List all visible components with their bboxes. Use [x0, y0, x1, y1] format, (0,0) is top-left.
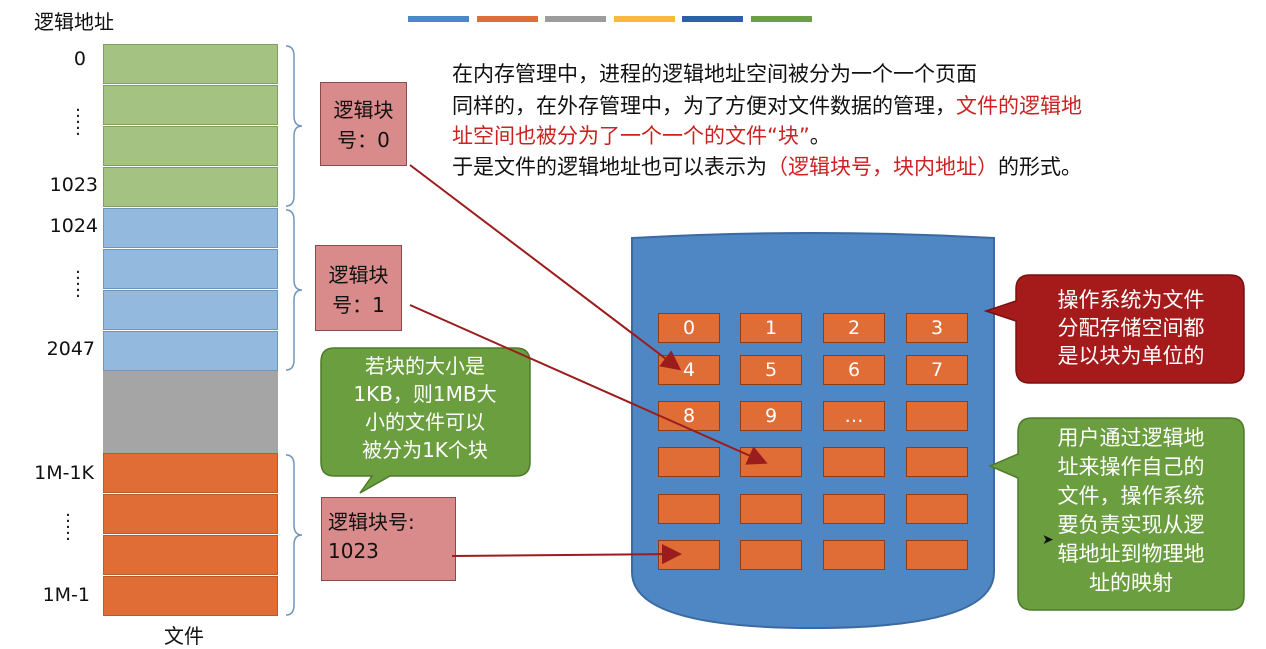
- arrow-block-0-to-disk-4: [409, 164, 682, 371]
- tick-1m-1k: 1M-1K: [34, 462, 94, 484]
- disk-block-0: 0: [658, 313, 720, 343]
- file-block-0-row-4: [103, 167, 278, 207]
- callout-mapping-line-6: 址的映射: [1089, 571, 1173, 595]
- text-line-2: 同样的，在外存管理中，为了方便对文件数据的管理，文件的逻辑地: [452, 92, 1082, 121]
- callout-mapping-line-3: 文件，操作系统: [1057, 484, 1205, 508]
- file-block-1-row-3: [103, 290, 278, 330]
- callout-block-size-shape: [320, 347, 531, 494]
- disk-block-11: [906, 401, 968, 431]
- callout-mapping-line-2: 址来操作自己的: [1057, 455, 1205, 479]
- callout-block-size-line-1: 若块的大小是: [365, 354, 485, 378]
- callout-mapping: 用户通过逻辑地 址来操作自己的 文件，操作系统 要负责实现从逻 辑地址到物理地 …: [1020, 424, 1242, 598]
- disk-block-22: [823, 540, 885, 570]
- tick-1023: 1023: [49, 174, 98, 196]
- disk-block-3: 3: [906, 313, 968, 343]
- file-block-1-row-4: [103, 331, 278, 371]
- disk-block-21: [740, 540, 802, 570]
- arrow-block-1023-to-disk: [451, 544, 682, 565]
- callout-os-alloc-shape: [984, 274, 1245, 384]
- legend-strip-4: [614, 16, 675, 22]
- logical-block-0-label: 逻辑块 号：0: [320, 82, 407, 166]
- file-block-1023-row-4: [103, 576, 278, 616]
- disk-block-16: [658, 494, 720, 524]
- text-line-4-black-b: 的形式。: [998, 155, 1082, 179]
- callout-mapping-line-4: 要负责实现从逻: [1057, 513, 1205, 537]
- disk-block-19: [906, 494, 968, 524]
- callout-block-size: 若块的大小是 1KB，则1MB大 小的文件可以 被分为1K个块: [322, 352, 528, 464]
- logical-block-0-line-1: 逻辑块: [333, 98, 394, 122]
- disk-block-12: [658, 447, 720, 477]
- tick-0: 0: [73, 48, 86, 70]
- disk-block-9: 9: [740, 401, 802, 431]
- callout-mapping-line-1: 用户通过逻辑地: [1057, 426, 1205, 450]
- disk-block-1: 1: [740, 313, 802, 343]
- disk-block-10: …: [823, 401, 885, 431]
- disk-block-23: [906, 540, 968, 570]
- vdots-3: ·····: [65, 505, 71, 550]
- vdots-2: ·····: [75, 262, 81, 307]
- callout-os-alloc-line-2: 分配存储空间都: [1057, 316, 1205, 340]
- file-block-1-row-2: [103, 249, 278, 289]
- brace-block-1: [285, 209, 303, 371]
- logical-block-1-line-2: 号：1: [332, 293, 385, 317]
- callout-mapping-line-5: 辑地址到物理地: [1057, 542, 1205, 566]
- file-block-1023-row-1: [103, 453, 278, 493]
- text-line-4-black-a: 于是文件的逻辑地址也可以表示为: [452, 155, 767, 179]
- legend-strip-3: [545, 16, 606, 22]
- text-line-4-red: （逻辑块号，块内地址）: [767, 155, 998, 179]
- callout-os-alloc: 操作系统为文件 分配存储空间都 是以块为单位的: [1018, 286, 1244, 370]
- file-block-1023-row-3: [103, 535, 278, 575]
- legend-strip-5: [682, 16, 743, 22]
- text-line-4: 于是文件的逻辑地址也可以表示为（逻辑块号，块内地址）的形式。: [452, 153, 1082, 182]
- callout-os-alloc-line-3: 是以块为单位的: [1057, 344, 1205, 368]
- text-line-3-red: 址空间也被分为了一个一个的文件“块”: [452, 124, 810, 148]
- text-line-2-red: 文件的逻辑地: [956, 94, 1082, 118]
- file-middle-blocks: [103, 371, 278, 453]
- disk-cylinder: [631, 232, 995, 630]
- tick-1024: 1024: [49, 215, 98, 237]
- callout-block-size-line-3: 小的文件可以: [365, 410, 485, 434]
- disk-block-18: [823, 494, 885, 524]
- mouse-cursor-icon: ➤: [1042, 532, 1054, 548]
- disk-block-2: 2: [823, 313, 885, 343]
- logical-block-1023-label: 逻辑块号: 1023: [321, 497, 456, 581]
- disk-block-7: 7: [906, 355, 968, 385]
- disk-block-14: [823, 447, 885, 477]
- logical-block-0-line-2: 号：0: [337, 128, 390, 152]
- text-line-2-black: 同样的，在外存管理中，为了方便对文件数据的管理，: [452, 94, 956, 118]
- file-block-0-row-3: [103, 126, 278, 166]
- vdots-1: ·····: [75, 100, 81, 145]
- arrow-block-1-to-disk: [409, 304, 768, 465]
- mapping-arrows: [409, 164, 768, 565]
- tick-1m-1: 1M-1: [42, 584, 90, 606]
- disk-block-15: [906, 447, 968, 477]
- legend-strip-2: [477, 16, 538, 22]
- text-line-3-black: 。: [809, 124, 831, 148]
- logical-address-title: 逻辑地址: [34, 10, 114, 34]
- file-block-0-row-2: [103, 85, 278, 125]
- disk-block-17: [740, 494, 802, 524]
- logical-block-1023-line-2: 1023: [328, 539, 379, 563]
- logical-block-1-label: 逻辑块 号：1: [315, 245, 402, 331]
- tick-2047: 2047: [46, 338, 95, 360]
- callout-os-alloc-line-1: 操作系统为文件: [1057, 288, 1205, 312]
- file-block-0-row-1: [103, 44, 278, 84]
- disk-block-6: 6: [823, 355, 885, 385]
- text-line-1-content: 在内存管理中，进程的逻辑地址空间被分为一个一个页面: [452, 62, 977, 86]
- legend-strip-6: [751, 16, 812, 22]
- file-block-1023-row-2: [103, 494, 278, 534]
- legend-strip-1: [408, 16, 469, 22]
- text-line-1: 在内存管理中，进程的逻辑地址空间被分为一个一个页面: [452, 60, 977, 89]
- callout-block-size-line-2: 1KB，则1MB大: [353, 382, 497, 406]
- logical-block-1-line-1: 逻辑块: [328, 263, 389, 287]
- brace-block-1023: [285, 454, 303, 616]
- brace-block-0: [285, 45, 303, 207]
- disk-block-5: 5: [740, 355, 802, 385]
- text-line-3: 址空间也被分为了一个一个的文件“块”。: [452, 122, 831, 151]
- file-block-1-row-1: [103, 208, 278, 248]
- logical-block-1023-line-1: 逻辑块号:: [328, 510, 415, 534]
- callout-block-size-line-4: 被分为1K个块: [362, 438, 488, 462]
- callout-mapping-shape: [988, 417, 1245, 611]
